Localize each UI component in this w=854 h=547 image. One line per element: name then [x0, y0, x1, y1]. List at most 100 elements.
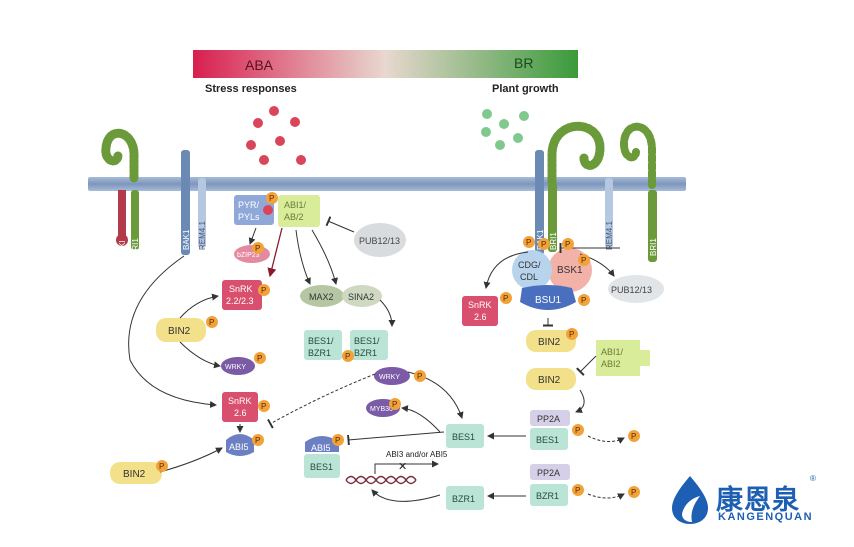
phosphate-label: P — [565, 240, 570, 249]
stress-responses-caption: Stress responses — [205, 83, 297, 95]
bzr1-pp — [530, 484, 568, 506]
ik1-receptor — [118, 190, 126, 240]
max2-label: MAX2 — [309, 292, 334, 302]
phosphate-circle — [156, 460, 168, 472]
bin2-right-a-label: BIN2 — [538, 337, 561, 348]
aba-bound — [263, 205, 273, 215]
svg-text:SnRK: SnRK — [468, 300, 492, 310]
phosphate-circle — [206, 316, 218, 328]
br-molecule — [519, 111, 529, 121]
phosphate-circle — [389, 398, 401, 410]
svg-text:CDL: CDL — [520, 272, 538, 282]
phosphate-label: P — [255, 244, 260, 253]
bes1-bzr1-b — [350, 330, 388, 360]
aba-molecule — [269, 106, 279, 116]
logo-chinese-name: 康恩泉 — [716, 485, 800, 516]
rem41-right — [605, 178, 613, 248]
aba-label: ABA — [245, 57, 274, 73]
right-receptors: BAK1 BRI1 REM4.1 BRI1 — [535, 121, 658, 262]
bes1-center-label: BES1 — [310, 462, 333, 472]
phosphate-circle — [572, 424, 584, 436]
phosphate-label: P — [581, 296, 586, 305]
svg-text:SnRK: SnRK — [229, 284, 253, 294]
pathway-arrows — [128, 216, 625, 502]
aba-molecule — [259, 155, 269, 165]
svg-text:BES1/: BES1/ — [354, 336, 380, 346]
svg-text:2.2/2.3: 2.2/2.3 — [226, 296, 254, 306]
svg-text:BES1/: BES1/ — [308, 336, 334, 346]
phosphate-circle — [258, 284, 270, 296]
abi5-left-label: ABI5 — [229, 442, 249, 452]
svg-text:2.6: 2.6 — [474, 312, 487, 322]
bzr1-free-label: BZR1 — [452, 494, 475, 504]
left-receptors: IKI BRI1 BAK1 REM4.1 — [101, 128, 207, 256]
br-molecule — [482, 109, 492, 119]
logo-english-name: KANGENQUAN — [718, 511, 814, 523]
br-label: BR — [514, 55, 533, 71]
gradient-wedge — [193, 50, 578, 78]
bin2-right-b-label: BIN2 — [538, 375, 561, 386]
bsk1-label: BSK1 — [557, 265, 583, 276]
aba-molecule — [246, 140, 256, 150]
pub12-13-left — [354, 223, 406, 257]
pp2a-a-label: PP2A — [537, 414, 560, 424]
br-molecules — [481, 109, 529, 150]
phosphate-label: P — [255, 436, 260, 445]
pub-left-label: PUB12/13 — [359, 236, 400, 246]
pub-right-label: PUB12/13 — [611, 285, 652, 295]
svg-text:ABI1/: ABI1/ — [601, 347, 624, 357]
phosphate-circle — [500, 292, 512, 304]
bak1-receptor — [181, 150, 190, 255]
br-molecule — [481, 127, 491, 137]
aba-molecule — [253, 118, 263, 128]
snrk26-right — [462, 296, 498, 326]
sina2-label: SINA2 — [348, 292, 374, 302]
bes1-bzr1-a — [304, 330, 342, 360]
pub12-13-right — [608, 275, 664, 303]
phosphate-label: P — [631, 488, 636, 497]
bri1-ectodomain — [101, 128, 139, 183]
phosphate-circle — [414, 370, 426, 382]
phosphate-circle — [562, 238, 574, 250]
phosphate-label: P — [569, 330, 574, 339]
phosphate-label: P — [335, 436, 340, 445]
phosphate-label: P — [159, 462, 164, 471]
br-molecule — [495, 140, 505, 150]
phosphate-label: P — [541, 240, 546, 249]
phosphate-label: P — [503, 294, 508, 303]
pp2a-b — [530, 464, 570, 480]
svg-text:ABI2: ABI2 — [601, 359, 621, 369]
bes1-center — [304, 454, 340, 478]
bin2-low — [110, 462, 162, 484]
svg-text:ABI1/: ABI1/ — [284, 200, 307, 210]
logo-registered-mark: ® — [810, 474, 816, 483]
bri1-right-ectodomain — [547, 121, 605, 187]
bri1-far-ectodomain — [619, 122, 656, 189]
sina2 — [342, 285, 382, 307]
bzr1-pp-label: BZR1 — [536, 491, 559, 501]
abi1-abi2 — [278, 195, 320, 227]
plasma-membrane — [88, 177, 686, 191]
phosphate-circle — [578, 254, 590, 266]
svg-text:2.6: 2.6 — [234, 408, 247, 418]
pyr-label-2: PYLs — [238, 212, 260, 222]
aba-molecules — [246, 106, 306, 165]
phosphate-label: P — [269, 194, 274, 203]
wrky-small-label: WRKY — [225, 364, 246, 371]
wrky-center — [374, 367, 410, 385]
phosphate-label: P — [261, 402, 266, 411]
abi5-center — [305, 436, 339, 452]
abi3-abi5-label: ABI3 and/or ABI5 — [386, 450, 448, 459]
max2 — [300, 285, 344, 307]
phosphate-circle — [523, 236, 535, 248]
aba-molecule — [290, 117, 300, 127]
bzip-label: bZIP23 — [237, 252, 260, 259]
phosphate-circle — [538, 238, 550, 250]
bes1-free-label: BES1 — [452, 432, 475, 442]
phosphate-label: P — [581, 256, 586, 265]
myb30-label: MYB30 — [370, 406, 393, 413]
aba-br-gradient: ABA BR Stress responses Plant growth — [193, 50, 578, 95]
aba-molecule — [296, 155, 306, 165]
phosphate-label: P — [575, 426, 580, 435]
